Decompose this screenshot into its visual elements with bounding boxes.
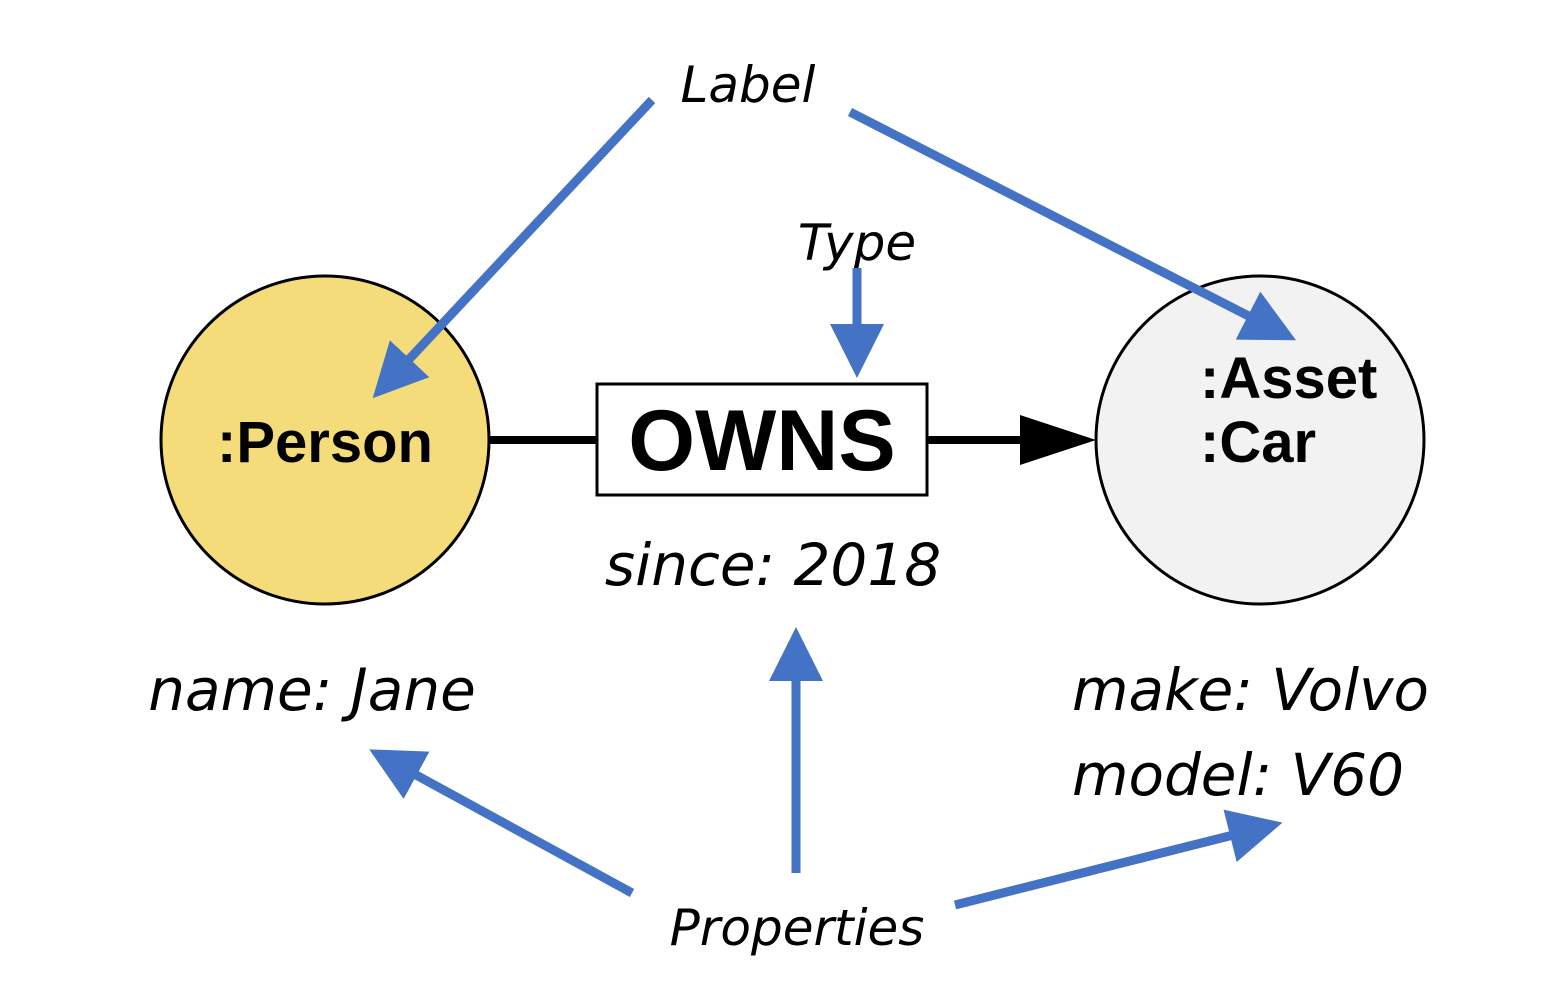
asset-property-make: make: Volvo — [1072, 656, 1429, 724]
properties-arrow-asset — [953, 809, 1283, 910]
relationship-type-box[interactable] — [595, 382, 929, 497]
asset-node[interactable] — [1094, 274, 1426, 606]
relationship-arrowhead — [1020, 415, 1096, 465]
relationship-type: OWNS — [628, 393, 896, 489]
asset-property-model: model: V60 — [1072, 741, 1404, 809]
annotation-properties: Properties — [670, 899, 925, 957]
person-property: name: Jane — [148, 656, 476, 724]
label-arrow-person — [372, 96, 656, 399]
relationship-property: since: 2018 — [605, 531, 941, 599]
asset-label: :Asset — [1200, 346, 1377, 411]
annotation-label: Label — [681, 56, 816, 114]
properties-arrow-person — [369, 749, 635, 897]
label-arrow-asset — [847, 107, 1297, 341]
person-label: :Person — [217, 410, 433, 475]
car-label: :Car — [1200, 410, 1316, 475]
annotation-type: Type — [798, 214, 916, 272]
